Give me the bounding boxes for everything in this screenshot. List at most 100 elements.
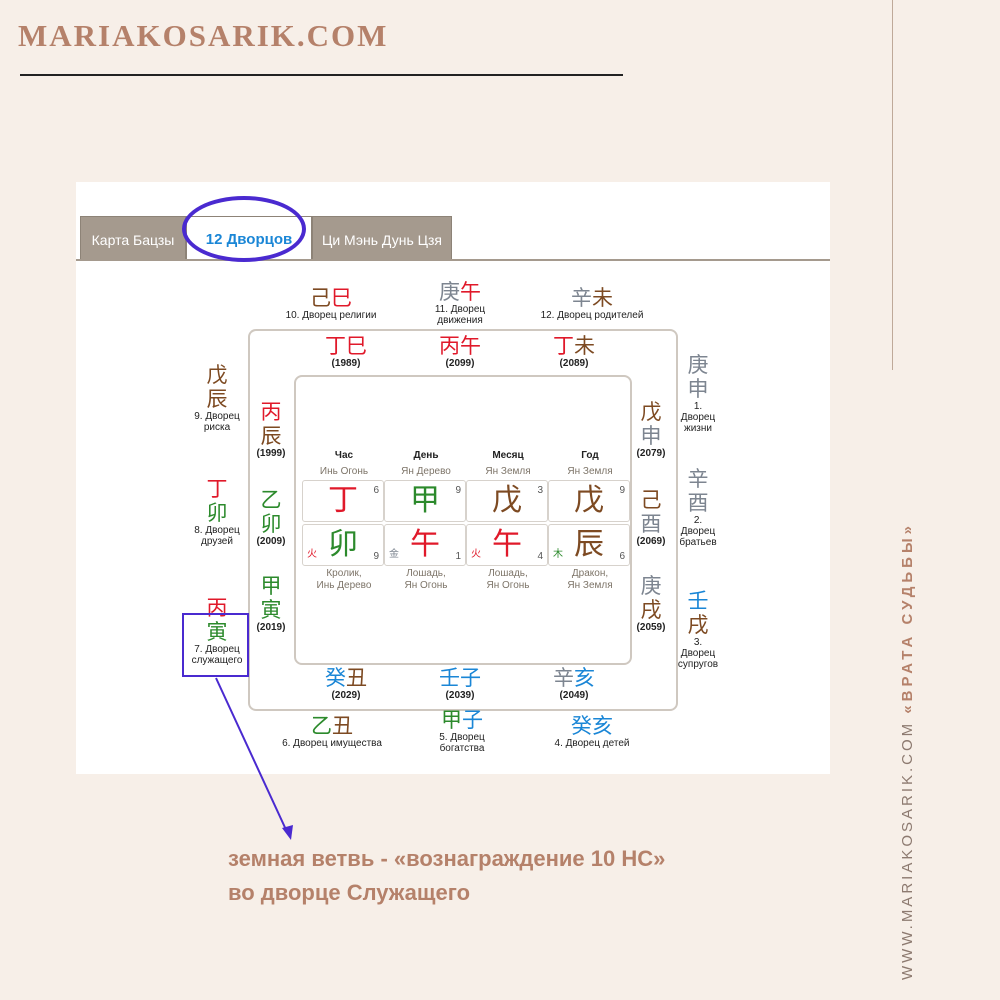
- stem-num: 6: [373, 485, 379, 496]
- palace-stem: 庚: [687, 353, 709, 377]
- decade-branch: 辰: [260, 424, 282, 448]
- decade-pillar: 庚 戌 (2059): [630, 574, 672, 633]
- palace-label: 7. Дворец: [194, 644, 240, 655]
- decade-branch: 未: [574, 334, 595, 358]
- decade-year: (2059): [636, 622, 666, 633]
- decade-stem: 庚: [640, 574, 662, 598]
- decade-stem: 己: [640, 488, 662, 512]
- palace-branch: 申: [687, 377, 709, 401]
- decade-stem: 乙: [260, 488, 282, 512]
- hidden-element: 金: [389, 549, 399, 560]
- decade-stem: 丙: [439, 334, 460, 358]
- brand-underline: [20, 74, 623, 76]
- palace-8: 丁 卯 8. Дворец друзей: [184, 477, 250, 547]
- palace-branch: 戌: [687, 613, 709, 637]
- hidden-element: 火: [471, 549, 481, 560]
- animal-name: Лошадь,: [406, 568, 446, 579]
- pillar-animal: Лошадь,Ян Огонь: [386, 568, 466, 592]
- decade-branch: 丑: [346, 666, 367, 690]
- decade-stem: 壬: [439, 666, 460, 690]
- palace-branch: 寅: [206, 620, 228, 644]
- decade-stem: 癸: [325, 666, 346, 690]
- stem-char: 甲: [410, 483, 440, 518]
- decade-pillar: 壬子 (2039): [430, 666, 490, 701]
- decade-pillar: 甲 寅 (2019): [250, 574, 292, 633]
- palace-stem: 丁: [206, 477, 228, 501]
- decade-branch: 卯: [260, 512, 282, 536]
- pillar-element: Ян Земля: [485, 466, 531, 477]
- branch-num: 6: [619, 551, 625, 562]
- tab-underline: [76, 259, 830, 261]
- hidden-element: 木: [553, 549, 563, 560]
- branch-char: 午: [410, 527, 440, 562]
- annotation-caption: земная ветвь - «вознаграждение 10 НС» во…: [228, 842, 665, 910]
- decade-year: (2089): [559, 358, 589, 369]
- palace-label: жизни: [684, 423, 712, 434]
- palace-11: 庚午 11. Дворец движения: [412, 280, 508, 326]
- palace-branch: 亥: [592, 714, 613, 738]
- decade-year: (1989): [331, 358, 361, 369]
- palace-label: друзей: [201, 536, 233, 547]
- pillar-element: Инь Огонь: [319, 466, 369, 477]
- stem-num: 9: [619, 485, 625, 496]
- branch-num: 9: [373, 551, 379, 562]
- active-tab-highlight-ellipse: [182, 196, 306, 262]
- decade-pillar: 丙午 (2099): [430, 334, 490, 369]
- palace-label: 12. Дворец родителей: [540, 310, 644, 321]
- palace-label: служащего: [191, 655, 243, 666]
- animal-element: Ян Огонь: [486, 580, 530, 591]
- decade-pillar: 己 酉 (2069): [630, 488, 672, 547]
- palace-branch: 巳: [331, 286, 352, 310]
- decade-pillar: 癸丑 (2029): [316, 666, 376, 701]
- palace-label: 9. Дворец: [194, 411, 240, 422]
- palace-label: 6. Дворец имущества: [282, 738, 382, 749]
- side-divider: [892, 0, 893, 370]
- branch-char: 午: [492, 527, 522, 562]
- palace-label: 2.: [693, 515, 703, 526]
- decade-branch: 寅: [260, 598, 282, 622]
- palace-label: Дворец: [680, 648, 716, 659]
- decade-pillar: 丁未 (2089): [544, 334, 604, 369]
- site-brand: MARIAKOSARIK.COM: [18, 18, 389, 53]
- decade-branch: 亥: [574, 666, 595, 690]
- palace-stem: 乙: [311, 714, 332, 738]
- palace-branch: 辰: [206, 387, 228, 411]
- tab-qimen[interactable]: Ци Мэнь Дунь Цзя: [312, 216, 452, 260]
- caption-line-2: во дворце Служащего: [228, 880, 471, 905]
- decade-stem: 丁: [553, 334, 574, 358]
- stem-char: 戊: [492, 483, 522, 518]
- palace-10: 己巳 10. Дворец религии: [276, 286, 386, 321]
- pillar-head: Месяц: [492, 450, 524, 461]
- palace-label: 4. Дворец детей: [554, 738, 630, 749]
- palace-label: братьев: [679, 537, 717, 548]
- palace-stem: 庚: [439, 280, 460, 304]
- palace-4: 癸亥 4. Дворец детей: [542, 714, 642, 749]
- decade-year: (2079): [636, 448, 666, 459]
- decade-pillar: 乙 卯 (2009): [250, 488, 292, 547]
- branch-num: 1: [455, 551, 461, 562]
- decade-stem: 戊: [640, 400, 662, 424]
- palace-label: Дворец: [680, 526, 716, 537]
- decade-year: (2069): [636, 536, 666, 547]
- decade-branch: 戌: [640, 598, 662, 622]
- palace-label: движения: [437, 315, 483, 326]
- palace-branch: 未: [592, 286, 613, 310]
- decade-stem: 辛: [553, 666, 574, 690]
- stem-num: 9: [455, 485, 461, 496]
- palace-label: 5. Дворец: [439, 732, 485, 743]
- decade-branch: 申: [640, 424, 662, 448]
- palace-9: 戊 辰 9. Дворец риска: [184, 363, 250, 433]
- pillar-animal: Кролик,Инь Дерево: [304, 568, 384, 592]
- animal-element: Ян Огонь: [404, 580, 448, 591]
- palace-stem: 辛: [687, 467, 709, 491]
- palace-label: богатства: [439, 743, 485, 754]
- palace-stem: 壬: [687, 589, 709, 613]
- animal-element: Инь Дерево: [316, 580, 372, 591]
